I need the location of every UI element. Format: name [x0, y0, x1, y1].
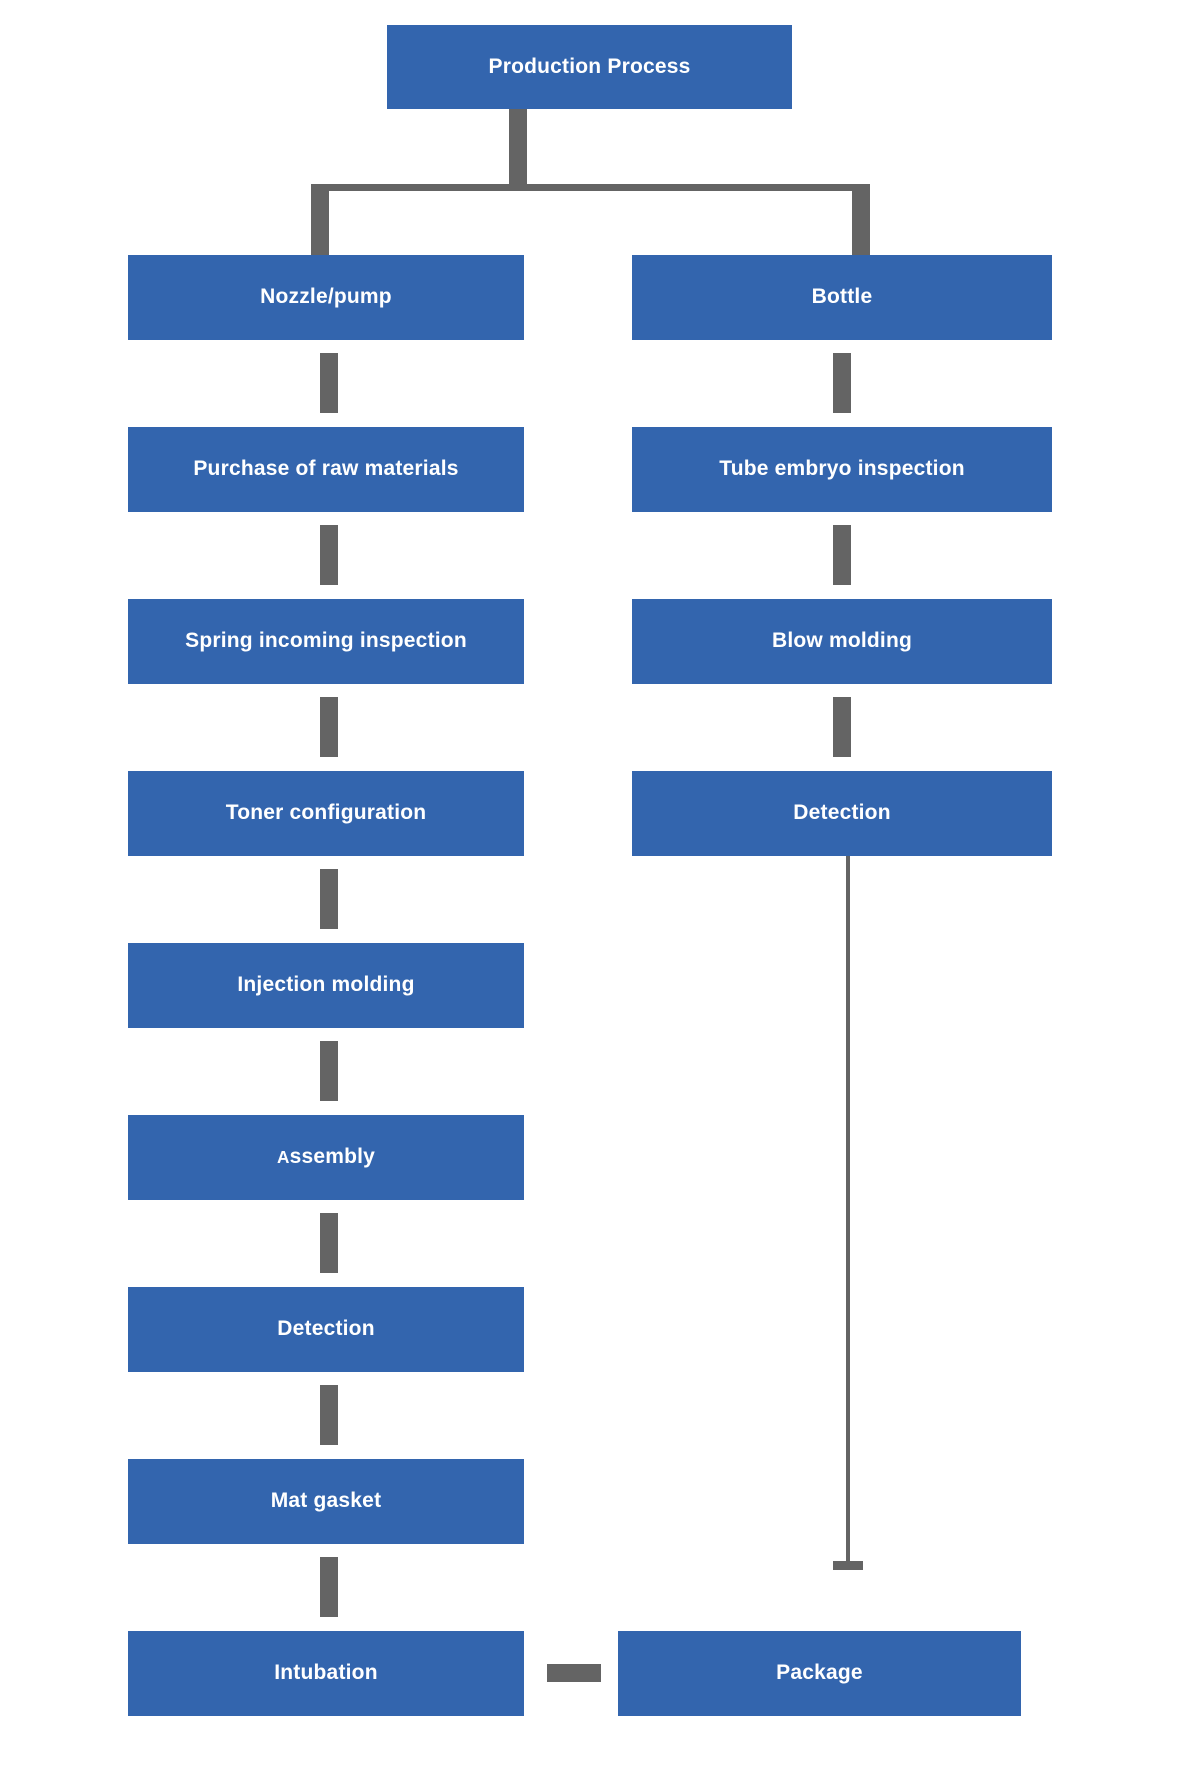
connector-intubation-to-package — [547, 1664, 601, 1682]
connector-left-4 — [320, 869, 338, 929]
connector-left-8 — [320, 1557, 338, 1617]
node-blow-molding[interactable]: Blow molding — [632, 599, 1052, 684]
connector-detection-to-package-line — [846, 856, 850, 1561]
connector-right-3 — [833, 697, 851, 757]
assembly-rest-letters: ssembly — [289, 1145, 376, 1169]
connector-left-6 — [320, 1213, 338, 1273]
connector-left-3 — [320, 697, 338, 757]
node-detection-left[interactable]: Detection — [128, 1287, 524, 1372]
node-toner-configuration[interactable]: Toner configuration — [128, 771, 524, 856]
connector-left-7 — [320, 1385, 338, 1445]
node-mat-gasket[interactable]: Mat gasket — [128, 1459, 524, 1544]
node-injection-molding[interactable]: Injection molding — [128, 943, 524, 1028]
node-tube-embryo-inspection[interactable]: Tube embryo inspection — [632, 427, 1052, 512]
node-package[interactable]: Package — [618, 1631, 1021, 1716]
connector-split-bar — [311, 184, 870, 191]
node-bottle[interactable]: Bottle — [632, 255, 1052, 340]
connector-left-2 — [320, 525, 338, 585]
node-purchase-of-raw-materials[interactable]: Purchase of raw materials — [128, 427, 524, 512]
node-spring-incoming-inspection[interactable]: Spring incoming inspection — [128, 599, 524, 684]
connector-left-1 — [320, 353, 338, 413]
node-intubation[interactable]: Intubation — [128, 1631, 524, 1716]
connector-root-stem — [509, 109, 527, 184]
connector-right-1 — [833, 353, 851, 413]
connector-left-5 — [320, 1041, 338, 1101]
connector-right-branch-drop — [852, 184, 870, 255]
connector-right-2 — [833, 525, 851, 585]
connector-left-branch-drop — [311, 184, 329, 255]
node-detection-right[interactable]: Detection — [632, 771, 1052, 856]
assembly-first-letter: A — [276, 1146, 290, 1167]
connector-detection-to-package-nub — [833, 1561, 863, 1570]
node-production-process[interactable]: Production Process — [387, 25, 792, 109]
node-nozzle-pump[interactable]: Nozzle/pump — [128, 255, 524, 340]
